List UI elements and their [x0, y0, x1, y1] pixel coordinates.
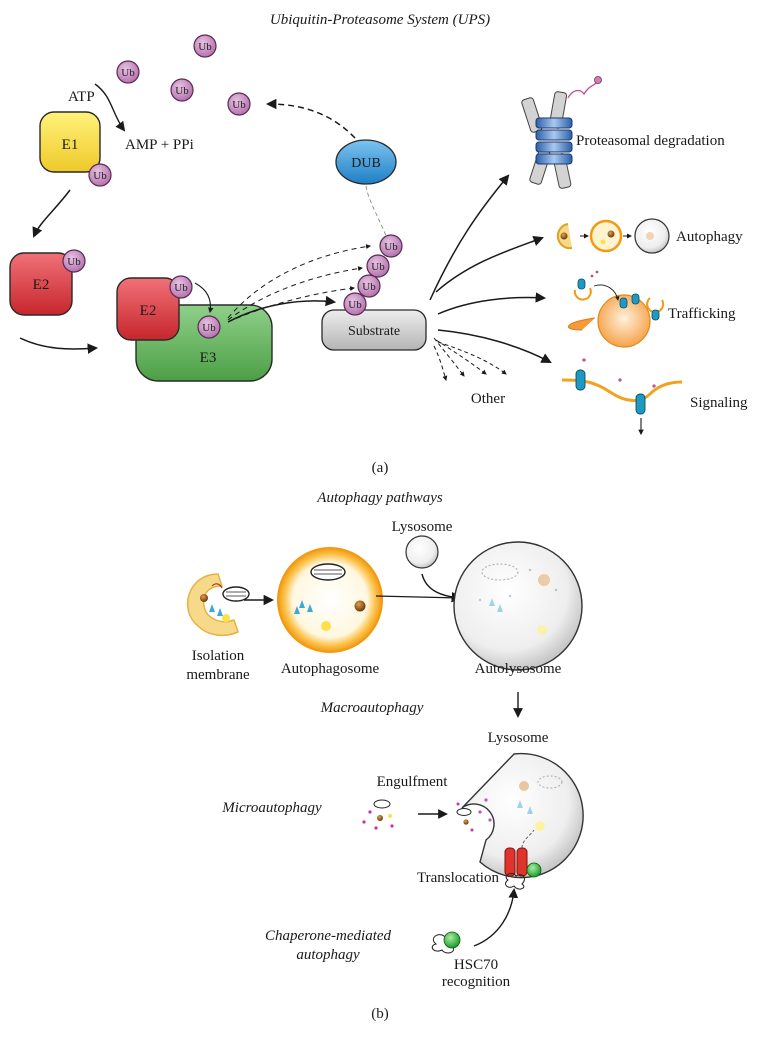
ubiquitination-arrows — [227, 244, 371, 323]
other-arrows — [433, 337, 507, 381]
macroautophagy-label: Macroautophagy — [320, 700, 424, 716]
isolation-membrane-icon — [187, 573, 250, 637]
ub-label: Ub — [198, 41, 212, 53]
e2-enzyme-free: E2 Ub — [9, 249, 86, 316]
ub-label: Ub — [175, 85, 189, 97]
e3-to-substrate-arrow — [227, 295, 337, 323]
autolysosome-icon — [453, 541, 583, 671]
ubiquitin-icon: Ub — [116, 60, 140, 84]
panel-b-caption: (b) — [371, 1006, 389, 1022]
e2-label: E2 — [33, 277, 50, 293]
dub-to-chain-dashed-line — [365, 185, 387, 237]
engulfed-cargo-icon — [456, 802, 474, 832]
amp-label: AMP + PPi — [125, 137, 194, 153]
ubiquitin-icon: Ub — [379, 234, 403, 258]
dub-recycle-arrow — [265, 98, 356, 139]
hsc70-label-line2: recognition — [442, 974, 511, 990]
lysosome-bottom-label: Lysosome — [488, 730, 549, 746]
autolysosome-label: Autolysosome — [475, 661, 562, 677]
ubiquitin-icon: Ub — [170, 78, 194, 102]
ub-label: Ub — [384, 241, 398, 253]
ub-transfer-arrow — [194, 282, 214, 314]
trafficking-label: Trafficking — [668, 306, 736, 322]
autophagy-label: Autophagy — [676, 229, 743, 245]
ub-label: Ub — [371, 261, 385, 273]
cargo-cluster-icon — [362, 799, 394, 830]
translocation-label: Translocation — [417, 870, 499, 886]
hsc70-label-line1: HSC70 — [454, 957, 498, 973]
trafficking-mini-icon — [568, 270, 665, 348]
ub-label: Ub — [232, 99, 246, 111]
proteasome-icon — [521, 76, 602, 189]
ub-label: Ub — [121, 67, 135, 79]
autophagosome-icon — [277, 547, 383, 653]
hsc70-to-channel-arrow — [473, 888, 519, 947]
hsc70-complex-icon — [431, 931, 461, 954]
e1-label: E1 — [62, 137, 79, 153]
atp-to-amp-arrow — [94, 83, 126, 132]
lysosome-top-label: Lysosome — [392, 519, 453, 535]
lysosome-small-icon — [405, 535, 439, 569]
lamp2a-channel-icon — [504, 829, 542, 890]
ubiquitin-icon: Ub — [357, 274, 381, 298]
other-label: Other — [471, 391, 505, 407]
panel-b-title: Autophagy pathways — [316, 490, 443, 506]
dub-label: DUB — [351, 156, 381, 171]
fate-arrows — [429, 174, 552, 363]
ubiquitin-icon: Ub — [366, 254, 390, 278]
signaling-label: Signaling — [690, 395, 748, 411]
e3-label: E3 — [200, 350, 217, 366]
ubiquitin-icon: Ub — [227, 92, 251, 116]
panel-a-caption: (a) — [372, 460, 389, 476]
atp-label: ATP — [68, 89, 95, 105]
proteasomal-label: Proteasomal degradation — [576, 133, 725, 149]
cma-label-line1: Chaperone-mediated — [265, 928, 392, 944]
ub-label: Ub — [202, 322, 216, 334]
microautophagy-label: Microautophagy — [221, 800, 322, 816]
ubiquitin-icon: Ub — [88, 163, 112, 187]
e2-label: E2 — [140, 303, 157, 319]
ub-label: Ub — [174, 282, 188, 294]
fusion-line — [375, 595, 461, 599]
ubiquitin-icon: Ub — [197, 315, 221, 339]
substrate-label: Substrate — [348, 324, 400, 339]
e3-ligase-complex: E3 E2 Ub Ub — [116, 275, 273, 382]
free-ubiquitin-group: Ub Ub Ub Ub — [116, 34, 251, 116]
autophagosome-label: Autophagosome — [281, 661, 380, 677]
isolation-label-line1: Isolation — [192, 648, 245, 664]
ubiquitin-icon: Ub — [193, 34, 217, 58]
fusion-arrow — [421, 573, 463, 603]
e1-enzyme: E1 Ub — [39, 111, 112, 187]
ub-label: Ub — [362, 281, 376, 293]
e2-to-e3-arrow — [19, 337, 99, 354]
ub-label: Ub — [93, 170, 107, 182]
engulfment-label: Engulfment — [377, 774, 449, 790]
ub-label: Ub — [67, 256, 81, 268]
ubiquitin-icon: Ub — [62, 249, 86, 273]
panel-a-title: Ubiquitin-Proteasome System (UPS) — [270, 12, 490, 28]
dub-enzyme: DUB — [335, 139, 397, 185]
ubiquitin-icon: Ub — [343, 292, 367, 316]
e1-to-e2-arrow — [32, 189, 71, 238]
ub-label: Ub — [348, 299, 362, 311]
ubiquitin-icon: Ub — [169, 275, 193, 299]
autophagy-mini-icon — [556, 218, 670, 254]
substrate-group: Substrate Ub Ub Ub Ub — [321, 234, 427, 351]
signaling-mini-icon — [561, 358, 683, 436]
isolation-label-line2: membrane — [186, 667, 250, 683]
cma-label-line2: autophagy — [296, 947, 360, 963]
